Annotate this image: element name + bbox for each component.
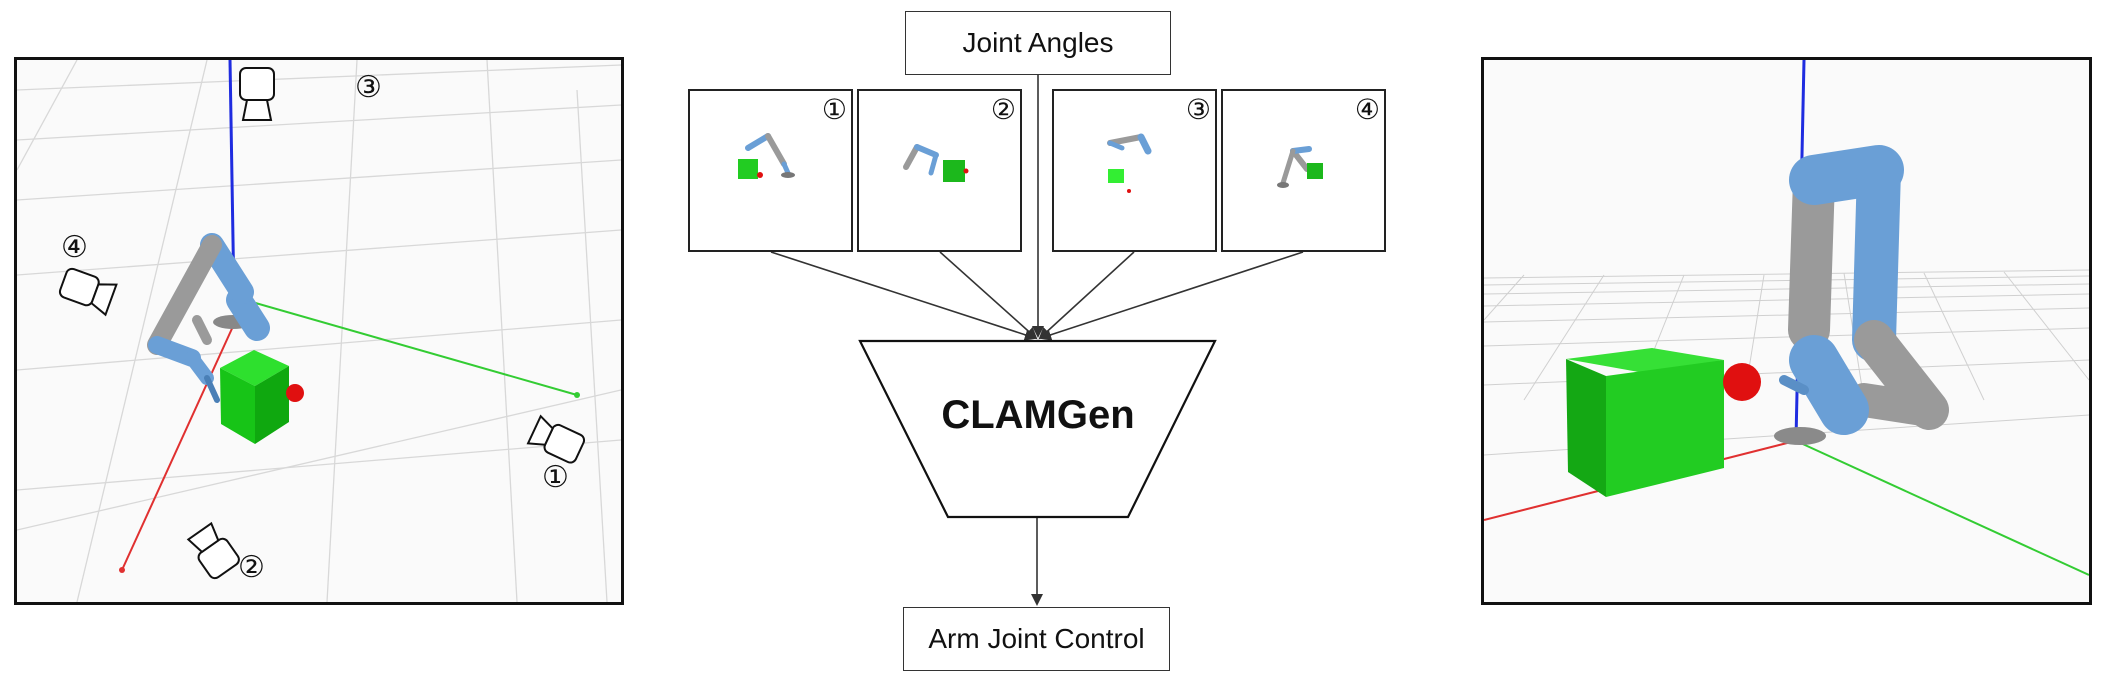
arm-joint-control-label: Arm Joint Control <box>928 623 1145 654</box>
view-1-render <box>738 133 795 179</box>
view-thumbnail-1: ① <box>688 89 853 252</box>
view-4-render <box>1277 146 1323 188</box>
robot-arm <box>1774 145 1949 445</box>
view-3-label: ③ <box>1185 93 1211 126</box>
x-axis <box>121 299 246 571</box>
green-cube <box>1566 348 1724 497</box>
right-scene-view <box>1481 57 2092 605</box>
view-thumbnail-4: ④ <box>1221 89 1386 252</box>
view-1-label: ① <box>821 93 847 126</box>
floor-grid <box>17 60 621 602</box>
y-axis <box>1793 439 2089 576</box>
camera-2-icon <box>186 521 240 580</box>
view-3-render <box>1107 133 1152 193</box>
camera-4-icon <box>58 267 118 317</box>
green-cube <box>220 350 289 444</box>
camera-3-label: ③ <box>355 70 382 105</box>
view-4-label: ④ <box>1354 93 1380 126</box>
joint-angles-box: Joint Angles <box>905 11 1171 75</box>
view-2-render <box>903 144 969 182</box>
model-trapezoid <box>858 339 1217 519</box>
target-sphere <box>1723 363 1761 401</box>
camera-3-icon <box>239 67 275 121</box>
view-2-label: ② <box>990 93 1016 126</box>
left-scene-drawing <box>17 60 621 602</box>
model-label: CLAMGen <box>941 393 1135 437</box>
target-sphere <box>286 384 304 402</box>
view-thumbnail-3: ③ <box>1052 89 1217 252</box>
left-scene-view: ③ ④ ① ② <box>14 57 624 605</box>
view-thumbnail-2: ② <box>857 89 1022 252</box>
y-axis <box>244 299 578 396</box>
camera-1-icon <box>526 414 586 464</box>
arm-joint-control-box: Arm Joint Control <box>903 607 1170 671</box>
camera-4-label: ④ <box>61 230 88 265</box>
joint-angles-label: Joint Angles <box>962 27 1114 58</box>
robot-arm <box>147 233 270 403</box>
right-scene-drawing <box>1484 60 2089 576</box>
camera-2-label: ② <box>238 550 265 585</box>
camera-1-label: ① <box>542 460 569 495</box>
